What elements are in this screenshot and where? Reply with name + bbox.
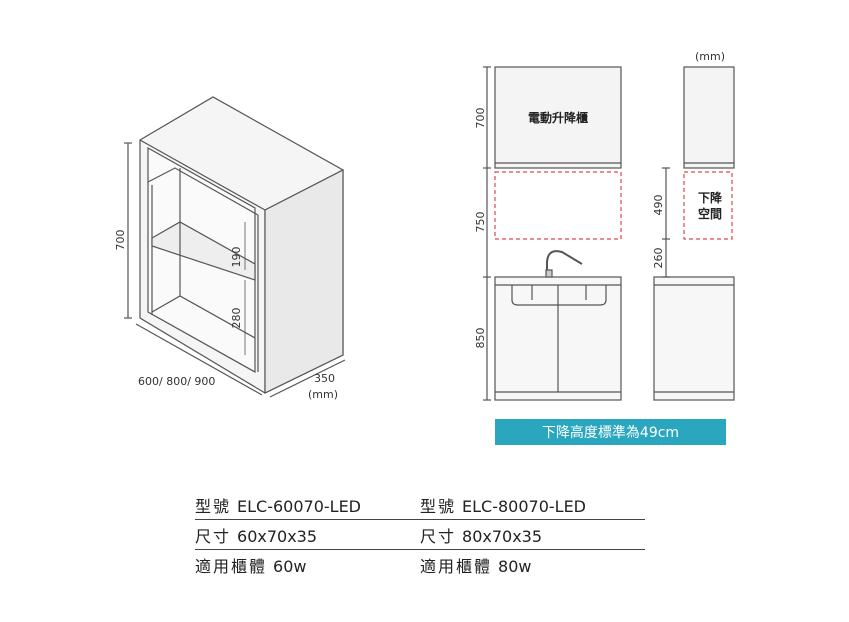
spec-value: 60w	[273, 557, 307, 576]
side-elevation	[653, 66, 735, 401]
drop-height-note: 下降高度標準為49cm	[495, 419, 726, 445]
spec-key: 尺寸	[420, 527, 457, 546]
clearance-height-label: 260	[652, 248, 665, 269]
spec-value: 60x70x35	[237, 527, 318, 546]
spec-value: 80x70x35	[462, 527, 543, 546]
drop-height-label: 490	[652, 195, 665, 216]
spec-key: 型號	[195, 497, 232, 516]
spec-key: 適用櫃體	[195, 557, 268, 576]
iso-width-label: 600/ 800/ 900	[138, 375, 215, 388]
spec-row-fit: 適用櫃體 60w 適用櫃體 80w	[195, 550, 645, 580]
front-elevation	[483, 66, 622, 401]
iso-depth-label: 350	[314, 372, 335, 385]
iso-height-label: 700	[114, 230, 127, 251]
isometric-cabinet	[124, 96, 346, 398]
spec-key: 尺寸	[195, 527, 232, 546]
spec-table: 型號 ELC-60070-LED 型號 ELC-80070-LED 尺寸 60x70x…	[195, 490, 645, 580]
spec-value: ELC-60070-LED	[237, 497, 361, 516]
spec-key: 型號	[420, 497, 457, 516]
spec-row-size: 尺寸 60x70x35 尺寸 80x70x35	[195, 520, 645, 550]
elev-base-height: 850	[474, 328, 487, 349]
iso-gap-lower-label: 280	[230, 308, 243, 329]
elev-unit-label: (mm)	[695, 50, 725, 63]
spec-value: 80w	[498, 557, 532, 576]
divider	[195, 549, 645, 550]
spec-value: ELC-80070-LED	[462, 497, 586, 516]
spec-key: 適用櫃體	[420, 557, 493, 576]
iso-gap-upper-label: 190	[230, 247, 243, 268]
elev-upper-height: 700	[474, 108, 487, 129]
divider	[195, 519, 645, 520]
iso-unit-label: (mm)	[308, 388, 338, 401]
drop-space-label-1: 下降	[698, 190, 723, 205]
elev-gap-height: 750	[474, 212, 487, 233]
cabinet-label: 電動升降櫃	[528, 110, 588, 125]
spec-row-model: 型號 ELC-60070-LED 型號 ELC-80070-LED	[195, 490, 645, 520]
drop-space-label-2: 空間	[698, 206, 722, 221]
